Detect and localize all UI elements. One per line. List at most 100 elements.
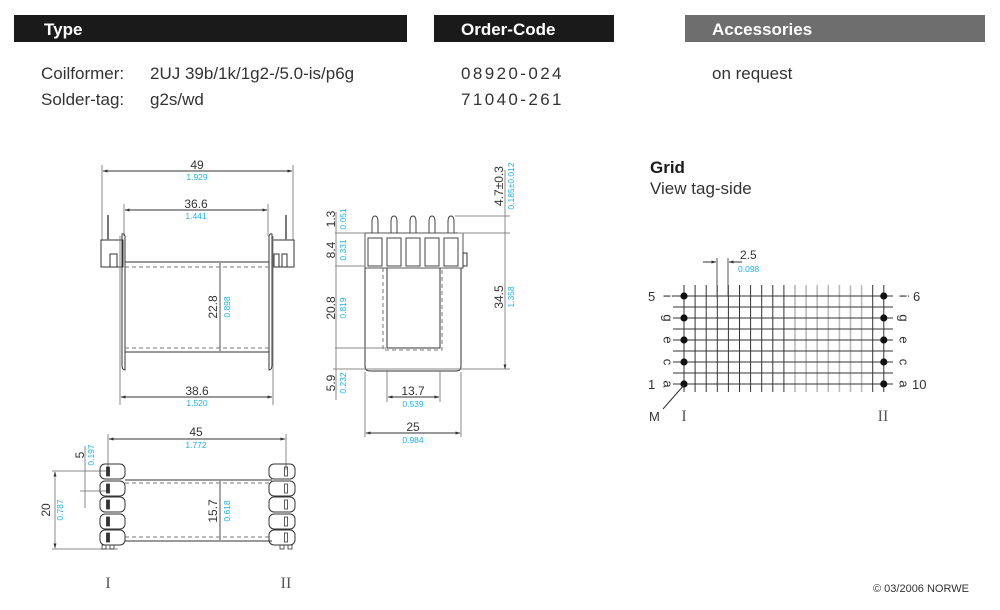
bottom-side-label-1: I <box>105 575 110 592</box>
dim-winding-width-mm: 15.7 <box>206 499 220 523</box>
grid-marker-m: M <box>649 409 660 424</box>
dim-bottom-width-in: 1.772 <box>185 440 207 450</box>
dim-base-height-mm: 5.9 <box>324 374 338 391</box>
header-accessories: Accessories <box>685 15 985 42</box>
bottom-pin-pad <box>268 513 296 530</box>
bottom-pin-pad <box>99 480 126 497</box>
coilformer-label: Coilformer: <box>41 64 125 83</box>
dim-flange-width-mm: 38.6 <box>185 384 209 398</box>
bottom-foot <box>101 544 107 550</box>
grid-pin-dot <box>680 292 688 300</box>
bottom-pin <box>106 532 110 543</box>
dim-header-height-in: 0.331 <box>338 239 348 261</box>
dim-pin-length-mm: 4.7±0.3 <box>492 166 506 206</box>
grid-pin-dot <box>880 314 888 322</box>
dim-side-width-mm: 25 <box>406 420 420 434</box>
dim-base-height-in: 0.232 <box>338 372 348 394</box>
dim-pin-pitch-mm: 5 <box>73 451 87 458</box>
grid-row-letter-left: i <box>661 295 676 298</box>
dim-pin-tip-in: 0.051 <box>338 208 348 230</box>
dim-window-width-mm: 13.7 <box>401 384 425 398</box>
bottom-pin-pad <box>268 529 296 546</box>
bottom-pin <box>106 516 110 527</box>
dim-bottom-width-mm: 45 <box>189 425 203 439</box>
grid-pitch-in: 0.098 <box>738 264 760 274</box>
dim-pin-tip-mm: 1.3 <box>324 210 338 227</box>
bottom-pin <box>284 499 288 510</box>
copyright: © 03/2006 NORWE <box>873 583 969 595</box>
dim-winding-width-in: 0.618 <box>222 500 232 522</box>
solder-tag-type: g2s/wd <box>150 90 204 109</box>
bottom-pin-pad <box>99 513 126 530</box>
dim-winding-height-in: 0.898 <box>222 296 232 318</box>
solder-tag-label: Solder-tag: <box>41 90 125 109</box>
dim-inner-width-mm: 36.6 <box>184 197 208 211</box>
grid-row-letter-right: a <box>897 380 912 388</box>
coilformer-accessories: on request <box>712 64 793 83</box>
grid-row-letter-left: e <box>661 336 676 343</box>
grid-pin-dot <box>680 358 688 366</box>
coilformer-type: 2UJ 39b/1k/1g2-/5.0-is/p6g <box>150 64 355 83</box>
bottom-pin-pad <box>99 463 126 480</box>
grid-pin-dot <box>880 292 888 300</box>
bottom-pin <box>106 466 110 477</box>
bottom-pin-pad <box>268 480 296 497</box>
bottom-side-label-2: II <box>281 575 292 592</box>
dim-overall-height-in: 1.358 <box>506 286 516 308</box>
bottom-pin <box>284 483 288 494</box>
bottom-foot <box>287 544 293 550</box>
dim-pin-span-mm: 20 <box>39 503 53 517</box>
grid-pin-6: 6 <box>913 289 920 304</box>
grid-row-letter-left: c <box>661 359 676 366</box>
header-order-code: Order-Code <box>434 15 614 42</box>
grid-row-letter-right: g <box>897 314 912 321</box>
dim-side-width-in: 0.984 <box>402 435 424 445</box>
bottom-pin-pad <box>99 529 126 546</box>
grid-row-letter-left: a <box>661 380 676 388</box>
grid-pin-dot <box>680 336 688 344</box>
bottom-pin <box>106 499 110 510</box>
bottom-foot <box>109 544 115 550</box>
coilformer-order-code: 08920-024 <box>461 64 564 83</box>
dim-window-width-in: 0.539 <box>402 399 424 409</box>
grid-side-label-1: I <box>681 408 686 425</box>
bottom-pin-pad <box>268 463 296 480</box>
grid-pitch-dim <box>703 258 742 296</box>
bottom-view <box>52 434 287 550</box>
dim-overall-height-mm: 34.5 <box>492 285 506 309</box>
grid-pin-dot <box>880 336 888 344</box>
grid-pin-dot <box>680 314 688 322</box>
bottom-pin <box>284 532 288 543</box>
bottom-pin-pad <box>99 496 126 513</box>
grid-pin-1: 1 <box>648 377 655 392</box>
grid-row-letter-left: g <box>661 314 676 321</box>
side-view <box>333 170 510 437</box>
grid-pin-dot <box>680 380 688 388</box>
dim-pin-pitch-in: 0.197 <box>86 444 96 466</box>
dim-winding-height-mm: 22.8 <box>206 295 220 319</box>
grid-title: Grid <box>650 158 685 177</box>
grid-pin-dot <box>880 380 888 388</box>
pin-grid <box>673 285 893 392</box>
marker-leader-line <box>662 384 685 410</box>
bottom-pin-pad <box>268 496 296 513</box>
bottom-pin <box>106 483 110 494</box>
dim-header-height-mm: 8.4 <box>324 241 338 258</box>
grid-pin-10: 10 <box>912 377 926 392</box>
grid-pin-dot <box>880 358 888 366</box>
bottom-pin <box>284 466 288 477</box>
dim-inner-width-in: 1.441 <box>185 211 207 221</box>
front-view <box>100 165 295 405</box>
dim-flange-width-in: 1.520 <box>186 398 208 408</box>
dim-pin-length-in: 0.185±0.012 <box>506 162 516 209</box>
solder-tag-order-code: 71040-261 <box>461 90 564 109</box>
dim-window-height-in: 0.819 <box>338 297 348 319</box>
grid-row-letter-right: i <box>897 295 912 298</box>
dim-pin-span-in: 0.787 <box>55 499 65 521</box>
bottom-foot <box>279 544 285 550</box>
grid-pin-5: 5 <box>648 289 655 304</box>
grid-row-letter-right: c <box>897 359 912 366</box>
header-type: Type <box>14 15 407 42</box>
